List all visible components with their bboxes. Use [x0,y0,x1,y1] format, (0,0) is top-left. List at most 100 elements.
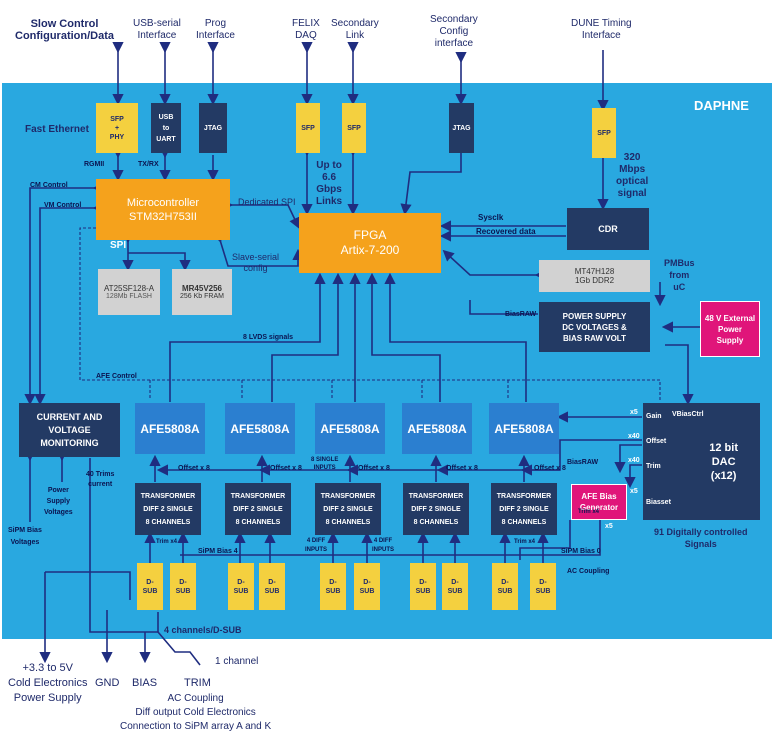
current-voltage-monitor-box: CURRENT AND VOLTAGE MONITORING [19,403,120,457]
one-channel-label: 1 channel [215,656,259,667]
dsub-2b: D- SUB [259,563,285,610]
dsub-1a: D- SUB [137,563,163,610]
dsub-1b: D- SUB [170,563,196,610]
dac-biasset-port: Biasset [646,499,671,506]
fram-box: MR45V256 256 Kb FRAM [172,269,232,315]
felix-sfp-box: SFP [296,103,320,153]
external-power-box: 48 V External Power Supply [700,301,760,357]
diff-inputs-label-2: 4 DIFF INPUTS [372,538,395,553]
sipm-bias-voltages-label: SiPM Bias Voltages [8,527,42,546]
digital-signals-label: 91 Digitally controlled Signals [654,527,748,549]
afe-chip-2: AFE5808A [225,403,295,454]
cm-control-label: CM Control [30,182,68,189]
power-supply-box: POWER SUPPLY DC VOLTAGES & BIAS RAW VOLT [539,302,650,352]
ddr-box: MT47H128 1Gb DDR2 [539,260,650,292]
dac-gain-port: Gain [646,413,662,420]
single-inputs-label: 8 SINGLE INPUTS [311,457,339,471]
dedicated-spi-label: Dedicated SPI [238,197,296,207]
fast-ethernet-label: Fast Ethernet [25,124,89,135]
usb-uart-box: USB to UART [151,103,181,153]
power-supply-bottom-label: +3.3 to 5V Cold Electronics Power Supply [8,662,88,704]
daphne-title: DAPHNE [694,98,749,113]
dsub-2a: D- SUB [228,563,254,610]
offset-x40: x40 [628,433,640,440]
biasraw2-label: BiasRAW [567,459,599,466]
trim-x40: x40 [628,457,640,464]
pmbus-label: PMBus from uC [664,258,695,292]
dsub-5b: D- SUB [530,563,556,610]
sipm-bias4-label: SiPM Bias 4 [198,548,238,555]
prog-interface-label: Prog Interface [196,18,235,41]
dsub-4b: D- SUB [442,563,468,610]
dac-vbias-port: VBiasCtrl [672,411,704,418]
dac-offset-port: Offset [646,438,667,445]
microcontroller-box: Microcontroller STM32H753II [96,179,230,240]
transformer-1: TRANSFORMER DIFF 2 SINGLE 8 CHANNELS [135,483,201,535]
offset-label-3: Offset x 8 [358,465,390,472]
links-label: Up to 6.6 Gbps Links [316,160,343,207]
ac-coupling-small-label: AC Coupling [567,568,610,575]
offset-label-1: Offset x 8 [178,465,210,472]
afe-chip-3: AFE5808A [315,403,385,454]
usb-serial-label: USB-serial Interface [133,18,181,41]
flash-desc: 128Mb FLASH [106,293,152,300]
lvds-label: 8 LVDS signals [243,334,294,341]
gain-x5: x5 [630,409,638,416]
ddr-part: MT47H128 [574,267,615,276]
bias-label: BIAS [132,677,158,689]
jtag-box: JTAG [199,103,227,153]
transformer-3: TRANSFORMER DIFF 2 SINGLE 8 CHANNELS [315,483,381,535]
afe-chip-5: AFE5808A [489,403,559,454]
cdr-box: CDR [567,208,649,250]
bias-x5: x5 [605,523,613,530]
secondary-sfp-box: SFP [342,103,366,153]
rgmii-label: RGMII [84,161,105,168]
vm-control-label: VM Control [44,202,82,209]
secondary-link-label: Secondary Link [331,18,379,41]
txrx-label: TX/RX [138,161,159,168]
daphne-board [2,83,772,639]
felix-daq-label: FELIX DAQ [292,18,320,41]
offset-label-5: Offset x 8 [534,465,566,472]
secondary-config-label: Secondary Config interface [430,14,478,49]
afe-bias-generator-box: AFE Bias Generator [571,484,627,520]
power-supply-voltages-label: Power Supply Voltages [44,487,73,516]
dune-timing-label: DUNE Timing Interface [571,18,632,41]
offset-label-4: Offset x 8 [446,465,478,472]
sipm-bias0-label: SiPM Bias 0 [561,548,601,555]
biasraw-label: BiasRAW [505,311,537,318]
dac-box: 12 bit DAC (x12) [643,403,760,520]
fpga-box: FPGA Artix-7-200 [299,213,441,273]
transformer-2: TRANSFORMER DIFF 2 SINGLE 8 CHANNELS [225,483,291,535]
dsub-5a: D- SUB [492,563,518,610]
trim-label-5: Trim x4 [514,539,536,545]
sysclk-label: Sysclk [478,213,504,222]
biasset-x5: x5 [630,488,638,495]
secondary-jtag-box: JTAG [449,103,474,153]
dsub-3a: D- SUB [320,563,346,610]
trim-label-1: Trim x4 [156,539,178,545]
trims-current-label: 40 Trims current [86,471,115,488]
optical-label: 320 Mbps optical signal [616,152,649,199]
transformer-4: TRANSFORMER DIFF 2 SINGLE 8 CHANNELS [403,483,469,535]
afe-control-label: AFE Control [96,373,137,380]
flash-box: AT25SF128-A 128Mb FLASH [98,269,160,315]
trim-label-bias: Trim x4 [578,509,600,515]
dsub-3b: D- SUB [354,563,380,610]
offset-label-2: Offset x 8 [270,465,302,472]
fram-part: MR45V256 [181,284,223,293]
slave-serial-label: Slave-serial config [232,252,280,273]
transformer-5: TRANSFORMER DIFF 2 SINGLE 8 CHANNELS [491,483,557,535]
dac-trim-port: Trim [646,463,661,470]
timing-sfp-box: SFP [592,108,616,158]
sfp-phy-box: SFP + PHY [96,103,138,153]
afe-chip-1: AFE5808A [135,403,205,454]
afe-chip-4: AFE5808A [402,403,472,454]
ddr-desc: 1Gb DDR2 [574,276,615,285]
diff-inputs-label-1: 4 DIFF INPUTS [305,538,328,553]
gnd-label: GND [95,677,120,689]
recovered-data-label: Recovered data [476,227,536,236]
trim-bottom-label: TRIM [184,677,211,689]
